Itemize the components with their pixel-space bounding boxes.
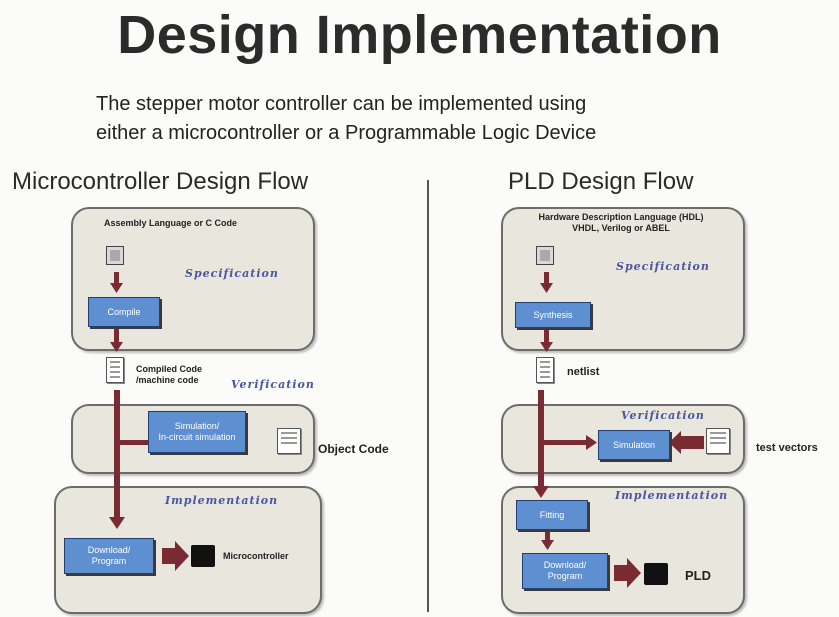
object-code-label: Object Code <box>318 442 389 456</box>
source-file-icon <box>106 246 124 265</box>
right-main-trunk-head <box>533 486 549 498</box>
right-arrow-fitting-to-download <box>545 531 550 541</box>
column-divider <box>427 180 429 612</box>
object-code-document-icon <box>277 428 301 454</box>
compile-block: Compile <box>88 297 160 327</box>
left-main-trunk <box>114 390 120 518</box>
right-arrow-source-to-synthesis-head <box>540 283 553 293</box>
pld-simulation-block: Simulation <box>598 430 670 460</box>
left-arrow-source-to-compile-head <box>110 283 123 293</box>
left-branch-to-simulation <box>119 440 149 445</box>
left-verification-label: Verification <box>231 378 315 391</box>
simulation-block: Simulation/ In-circuit simulation <box>148 411 246 453</box>
left-specification-stage <box>71 207 315 351</box>
page-title: Design Implementation <box>117 5 722 65</box>
right-verification-label: Verification <box>621 409 705 422</box>
left-source-label: Assembly Language or C Code <box>104 218 238 228</box>
compiled-code-label: Compiled Code /machine code <box>136 364 203 385</box>
right-source-label: Hardware Description Language (HDL) VHDL… <box>538 212 704 233</box>
pld-label: PLD <box>685 568 711 583</box>
left-download-program-block: Download/ Program <box>64 538 154 574</box>
left-implementation-label: Implementation <box>165 494 279 507</box>
microcontroller-chip-icon <box>191 545 215 567</box>
right-download-program-block: Download/ Program <box>522 553 608 589</box>
left-specification-label: Specification <box>185 267 279 280</box>
right-specification-label: Specification <box>616 260 710 273</box>
test-vectors-document-icon <box>706 428 730 454</box>
left-arrow-download-to-chip <box>162 541 189 571</box>
microcontroller-flow-heading: Microcontroller Design Flow <box>12 168 309 195</box>
synthesis-block: Synthesis <box>515 302 591 328</box>
right-branch-to-simulation <box>543 440 588 445</box>
right-implementation-label: Implementation <box>615 489 729 502</box>
right-arrow-synthesis-to-netlist-head <box>540 342 553 352</box>
netlist-label: netlist <box>567 366 600 378</box>
right-arrow-download-to-chip <box>614 558 641 588</box>
right-main-trunk <box>538 390 544 487</box>
pld-chip-icon <box>644 563 668 585</box>
right-implementation-stage <box>501 486 745 614</box>
right-branch-to-simulation-head <box>586 435 597 450</box>
left-arrow-source-to-compile <box>114 272 119 284</box>
fitting-block: Fitting <box>516 500 588 530</box>
subtitle: The stepper motor controller can be impl… <box>96 93 597 144</box>
test-vectors-label: test vectors <box>756 442 818 454</box>
left-arrow-compile-to-code <box>114 324 119 344</box>
netlist-document-icon <box>536 357 554 383</box>
hdl-source-file-icon <box>536 246 554 265</box>
left-arrow-compile-to-code-head <box>110 342 123 352</box>
microcontroller-label: Microcontroller <box>223 551 289 561</box>
left-main-trunk-head <box>109 517 125 529</box>
right-arrow-fitting-to-download-head <box>541 540 554 550</box>
pld-flow-heading: PLD Design Flow <box>508 168 694 195</box>
right-arrow-source-to-synthesis <box>544 272 549 284</box>
compiled-code-document-icon <box>106 357 124 383</box>
right-arrow-vectors-to-simulation <box>669 431 704 454</box>
right-arrow-synthesis-to-netlist <box>544 324 549 344</box>
